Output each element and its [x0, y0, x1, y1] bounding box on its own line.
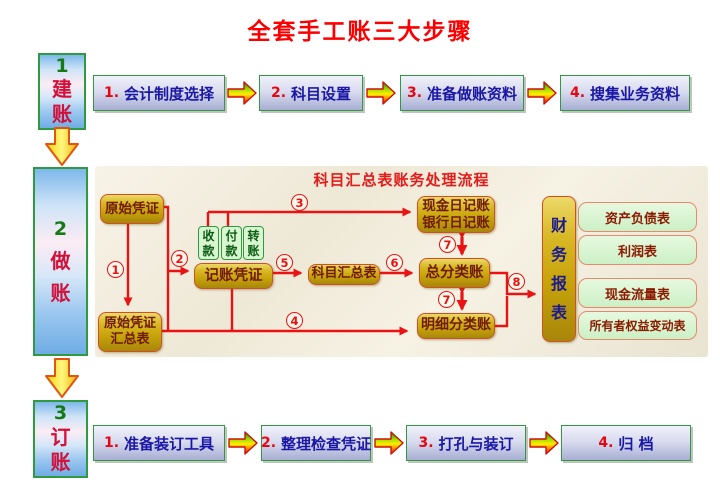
- report-label: 所有者权益变动表: [589, 319, 686, 333]
- phase-box-setup: 1 建 账: [38, 53, 86, 130]
- step-box-check-vouchers: 2. 整理检查凭证: [261, 425, 371, 461]
- flow-mark-6: 6: [386, 254, 403, 271]
- phase-char: 做: [50, 248, 71, 273]
- flow-mark-7a: 7: [439, 236, 456, 253]
- step-number: 1.: [103, 435, 120, 451]
- node-original-voucher-summary: 原始凭证 汇总表: [98, 312, 162, 352]
- phase-number: 2: [53, 218, 68, 241]
- node-payment-voucher: 付款: [221, 226, 242, 260]
- step-number: 4.: [569, 85, 586, 101]
- node-label: 记账凭证: [204, 267, 263, 284]
- down-arrow-icon: [45, 358, 79, 398]
- down-arrow-icon: [45, 127, 79, 166]
- node-label-vertical: 付款: [225, 229, 238, 258]
- step-box-collect-business-data: 4. 搜集业务资料: [560, 75, 690, 111]
- step-box-binding-tools: 1. 准备装订工具: [93, 425, 225, 461]
- report-cash-flow-statement: 现金流量表: [578, 278, 697, 308]
- node-label-vertical: 收款: [202, 229, 215, 258]
- report-income-statement: 利润表: [578, 235, 697, 265]
- step-label: 打孔与装订: [438, 434, 514, 453]
- step-label: 科目设置: [291, 84, 352, 103]
- step-box-account-setup: 2. 科目设置: [259, 75, 363, 111]
- report-label: 现金流量表: [604, 287, 670, 303]
- node-bookkeeping-voucher: 记账凭证: [194, 263, 273, 289]
- node-subsidiary-ledger: 明细分类账: [417, 313, 495, 339]
- flow-mark-2: 2: [171, 250, 188, 267]
- panel-title: 科目汇总表账务处理流程: [313, 171, 490, 189]
- step-label: 整理检查凭证: [281, 434, 372, 453]
- step-number: 4.: [598, 435, 614, 451]
- phase-number: 3: [53, 402, 68, 425]
- node-label-line2: 银行日记账: [422, 214, 490, 231]
- rainbow-arrow-icon: [227, 81, 257, 105]
- node-label: 原始凭证: [105, 200, 159, 217]
- flow-mark-8: 8: [508, 273, 525, 290]
- step-number: 2.: [260, 435, 277, 451]
- report-equity-change-statement: 所有者权益变动表: [578, 311, 697, 340]
- node-general-ledger: 总分类账: [419, 258, 490, 288]
- node-receipt-voucher: 收款: [198, 226, 219, 260]
- flow-mark-5: 5: [276, 254, 293, 271]
- node-financial-statements: 财务报表: [542, 196, 576, 342]
- step-label: 归 档: [618, 434, 654, 453]
- step-number: 1.: [103, 85, 120, 101]
- page-title: 全套手工账三大步骤: [247, 19, 473, 45]
- step-box-archive: 4. 归 档: [561, 425, 691, 461]
- node-label: 总分类账: [425, 264, 484, 281]
- phase-box-binding: 3 订 账: [33, 400, 88, 478]
- node-account-summary-table: 科目汇总表: [308, 264, 380, 285]
- phase-box-bookkeeping: 2 做 账: [33, 167, 88, 356]
- step-box-punch-and-bind: 3. 打孔与装订: [406, 425, 526, 461]
- flow-mark-4: 4: [286, 312, 303, 329]
- report-balance-sheet: 资产负债表: [578, 202, 697, 232]
- phase-char: 账: [50, 449, 71, 474]
- rainbow-arrow-icon: [228, 431, 258, 455]
- step-label: 准备做账资料: [427, 84, 518, 103]
- rainbow-arrow-icon: [374, 431, 404, 455]
- step-box-accounting-system: 1. 会计制度选择: [93, 75, 225, 111]
- phase-number: 1: [55, 54, 69, 77]
- step-label: 搜集业务资料: [590, 84, 681, 103]
- report-label: 利润表: [617, 244, 657, 260]
- step-number: 3.: [418, 435, 434, 451]
- rainbow-arrow-icon: [529, 431, 559, 455]
- node-label-line2: 汇总表: [110, 332, 150, 347]
- step-number: 2.: [270, 85, 287, 101]
- phase-char: 订: [50, 424, 71, 449]
- node-label: 科目汇总表: [311, 266, 377, 282]
- flow-mark-3: 3: [291, 194, 308, 211]
- report-label: 资产负债表: [604, 211, 670, 227]
- flow-mark-1: 1: [107, 261, 124, 278]
- phase-char: 账: [50, 280, 71, 305]
- step-label: 会计制度选择: [124, 84, 215, 103]
- processing-flow-panel: 科目汇总表账务处理流程: [95, 166, 708, 357]
- flow-mark-7b: 7: [438, 291, 455, 308]
- node-label: 明细分类账: [421, 317, 491, 334]
- node-label-line1: 现金日记账: [422, 197, 490, 214]
- node-transfer-voucher: 转账: [243, 226, 264, 260]
- node-original-voucher: 原始凭证: [100, 194, 164, 224]
- node-label-vertical: 财务报表: [550, 216, 567, 322]
- phase-char: 账: [52, 102, 72, 127]
- node-label-line1: 原始凭证: [103, 315, 156, 331]
- step-label: 准备装订工具: [124, 434, 215, 453]
- step-box-prepare-materials: 3. 准备做账资料: [400, 75, 524, 111]
- node-label-vertical: 转账: [247, 229, 260, 258]
- rainbow-arrow-icon: [366, 81, 396, 105]
- rainbow-arrow-icon: [527, 81, 557, 105]
- step-number: 3.: [406, 85, 423, 101]
- node-cash-bank-journal: 现金日记账 银行日记账: [417, 196, 495, 233]
- phase-char: 建: [52, 77, 72, 102]
